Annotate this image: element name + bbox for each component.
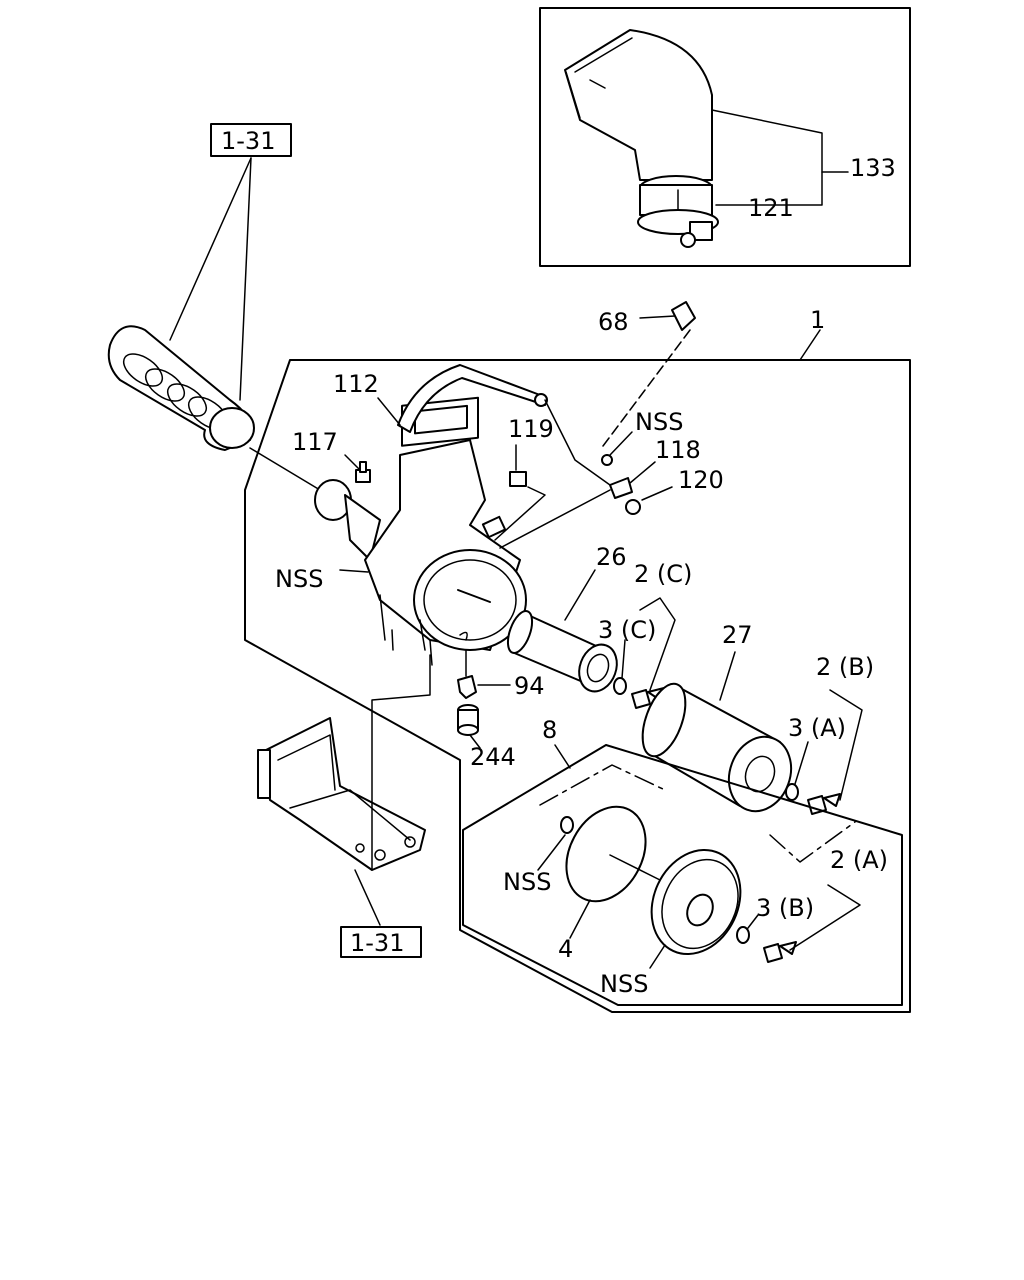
leader-bracket-housing bbox=[371, 654, 431, 871]
mounting-bracket-icon bbox=[257, 717, 426, 871]
label-4: 4 bbox=[558, 935, 573, 963]
intake-hose-icon bbox=[107, 325, 255, 451]
cap-244-icon bbox=[457, 704, 479, 736]
label-nss-top: NSS bbox=[635, 408, 683, 436]
leader-nss-top bbox=[609, 431, 633, 456]
leader-68-dashed bbox=[599, 329, 691, 451]
leader-120 bbox=[641, 486, 673, 501]
end-cover-icon bbox=[650, 848, 742, 956]
leader-3c bbox=[621, 639, 626, 679]
fitting-117-icon bbox=[355, 461, 371, 483]
hose-connection-line bbox=[249, 447, 321, 491]
label-3a: 3 (A) bbox=[788, 714, 846, 742]
elbow-duct-icon bbox=[564, 29, 713, 216]
label-244: 244 bbox=[470, 743, 516, 771]
label-1: 1 bbox=[810, 306, 825, 334]
fitting-68-icon bbox=[671, 301, 696, 331]
label-2c: 2 (C) bbox=[634, 560, 692, 588]
label-27: 27 bbox=[722, 621, 753, 649]
bracket-route-line bbox=[499, 489, 611, 549]
washer-3b-icon bbox=[736, 926, 750, 944]
leader-3a bbox=[794, 741, 809, 785]
assembly-8-dashed-top bbox=[539, 764, 666, 806]
leader-3b bbox=[747, 914, 759, 929]
assembly-8-dashed-right bbox=[769, 821, 856, 863]
valve-94-icon bbox=[457, 675, 477, 699]
leader-2a bbox=[789, 884, 861, 951]
label-nss-housing: NSS bbox=[275, 565, 323, 593]
inner-filter-element-icon bbox=[506, 610, 618, 693]
label-3c: 3 (C) bbox=[598, 616, 656, 644]
label-119: 119 bbox=[508, 415, 554, 443]
leader-244 bbox=[469, 734, 481, 749]
leader-118 bbox=[629, 461, 656, 484]
label-nss-seal: NSS bbox=[503, 868, 551, 896]
label-8: 8 bbox=[542, 716, 557, 744]
air-cleaner-housing-icon bbox=[314, 396, 527, 666]
label-26: 26 bbox=[596, 543, 627, 571]
leader-27 bbox=[719, 651, 736, 701]
label-2a-top: 2 (A) bbox=[830, 846, 888, 874]
label-120: 120 bbox=[678, 466, 724, 494]
leader-2c bbox=[639, 597, 676, 691]
wing-nut-2a-icon bbox=[763, 941, 797, 963]
inset-frame bbox=[539, 7, 911, 267]
inset-panel: 133 121 bbox=[539, 7, 911, 267]
label-2b: 2 (B) bbox=[816, 653, 874, 681]
label-94: 94 bbox=[514, 672, 545, 700]
leader-133-121 bbox=[711, 109, 823, 206]
washer-3a-icon bbox=[785, 783, 799, 801]
label-121: 121 bbox=[748, 194, 794, 222]
leader-26 bbox=[564, 569, 596, 621]
label-133: 133 bbox=[850, 154, 896, 182]
reference-box-bottom: 1-31 bbox=[340, 926, 422, 958]
main-filter-element-icon bbox=[641, 682, 793, 813]
label-112: 112 bbox=[333, 370, 379, 398]
reference-bottom-text: 1-31 bbox=[350, 929, 404, 957]
nss-small-part-icon bbox=[601, 454, 613, 466]
label-117: 117 bbox=[292, 428, 338, 456]
washer-3c-icon bbox=[613, 677, 627, 695]
leader-1 bbox=[759, 329, 821, 361]
label-nss-cover: NSS bbox=[600, 970, 648, 998]
reference-box-top: 1-31 bbox=[169, 123, 292, 401]
leader-68 bbox=[639, 315, 676, 319]
nut-120-icon bbox=[625, 499, 641, 515]
leader-2b bbox=[829, 689, 863, 801]
label-68: 68 bbox=[598, 308, 629, 336]
leader-reference-bottom bbox=[354, 869, 381, 926]
leader-nss-cover bbox=[649, 944, 666, 969]
leader-112 bbox=[377, 397, 401, 426]
leader-nss-seal bbox=[537, 834, 566, 871]
seal-nss-icon bbox=[560, 816, 574, 834]
leader-8 bbox=[554, 744, 571, 769]
assembly-8-frame bbox=[462, 744, 903, 1006]
leader-117 bbox=[344, 454, 361, 471]
pipe-route-line bbox=[544, 399, 611, 486]
label-118: 118 bbox=[655, 436, 701, 464]
leader-4 bbox=[569, 899, 591, 939]
o-ring-4-icon bbox=[565, 805, 647, 903]
leader-119-housing bbox=[494, 486, 546, 541]
reference-top-text: 1-31 bbox=[221, 127, 275, 155]
hose-clamp-icon bbox=[637, 209, 719, 248]
axis-line-cover bbox=[609, 854, 661, 881]
label-3b: 3 (B) bbox=[756, 894, 814, 922]
bracket-118-icon bbox=[609, 477, 633, 499]
assembly-1-frame bbox=[244, 359, 911, 1013]
leader-nss-housing bbox=[339, 569, 369, 573]
bolt-119-icon bbox=[509, 471, 527, 487]
